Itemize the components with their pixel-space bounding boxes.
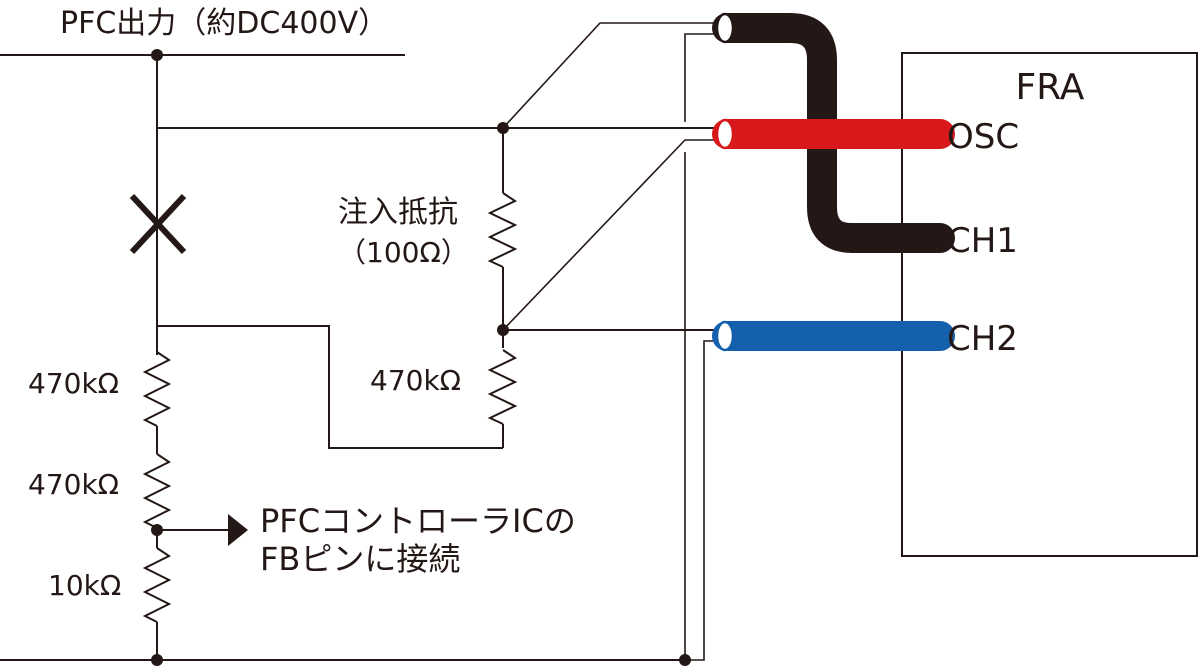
cut-mark-icon	[129, 193, 187, 255]
junction-dot	[679, 654, 691, 666]
junction-dot	[151, 654, 163, 666]
port-label-ch1: CH1	[947, 221, 1018, 261]
junction-dot	[497, 122, 509, 134]
junction-dots	[151, 49, 691, 666]
port-label-ch2: CH2	[947, 319, 1018, 359]
junction-dot	[151, 524, 163, 536]
feedback-loop-wire	[157, 325, 503, 449]
injection-resistor	[487, 192, 518, 268]
ch1-signal-wire	[502, 22, 722, 129]
fra-title: FRA	[1016, 67, 1085, 108]
resistor-middle-left-label: 470kΩ	[28, 468, 119, 501]
injection-resistor-label: 注入抵抗	[338, 195, 458, 230]
fb-arrow-icon	[228, 514, 248, 546]
pfc-output-label: PFC出力（約DC400V）	[60, 6, 388, 41]
ch1-cable-end	[715, 12, 735, 44]
osc-cable-end	[715, 118, 735, 150]
resistor-bottom-left	[142, 547, 172, 623]
junction-dot	[497, 324, 509, 336]
ch2-cable-end	[715, 320, 735, 352]
ch2-shield-wire	[685, 340, 722, 661]
fb-note-line2: FBピンに接続	[260, 540, 460, 578]
resistor-right	[487, 349, 518, 425]
ch1-shield-wire	[684, 33, 722, 122]
resistor-upper-left-label: 470kΩ	[28, 367, 119, 400]
injection-resistor-value: （100Ω）	[338, 236, 469, 269]
resistor-right-label: 470kΩ	[370, 364, 461, 397]
fra-box	[901, 52, 1198, 557]
junction-dot	[151, 49, 163, 61]
port-label-osc: OSC	[947, 117, 1019, 157]
fb-note-line1: PFCコントローラICの	[260, 502, 576, 540]
resistor-upper-left	[142, 351, 172, 427]
resistor-middle-left	[142, 453, 172, 529]
osc-return-wire	[502, 139, 722, 331]
resistor-bottom-left-label: 10kΩ	[48, 569, 121, 602]
